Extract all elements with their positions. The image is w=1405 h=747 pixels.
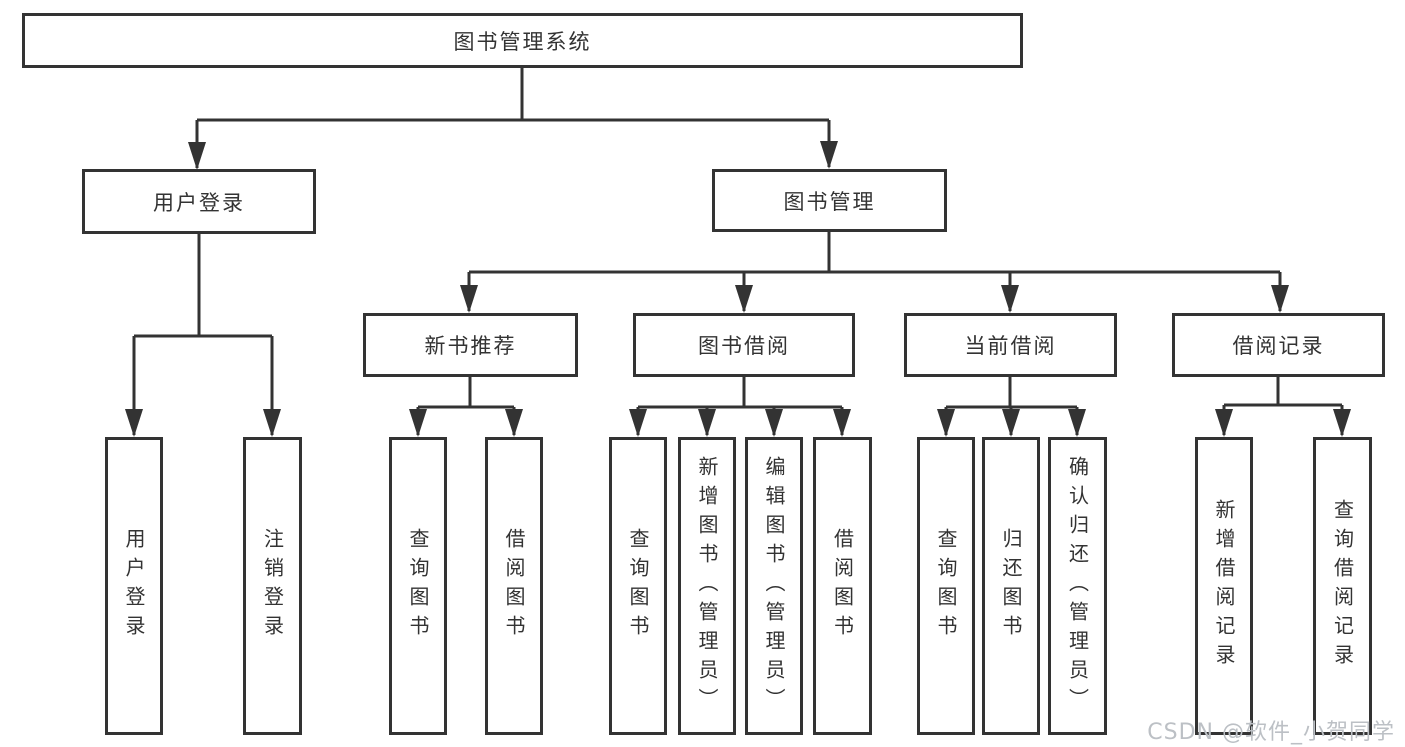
leaf-query-borrow-record: 查询借阅记录 — [1313, 437, 1372, 735]
node-label: 查询借阅记录 — [1330, 499, 1355, 673]
node-label: 图书管理 — [783, 189, 876, 214]
leaf-user-login: 用户登录 — [105, 437, 163, 735]
node-borrow-records: 借阅记录 — [1172, 313, 1385, 377]
node-label: 注销登录 — [260, 528, 285, 644]
node-label: 新增借阅记录 — [1212, 499, 1236, 673]
node-book-management: 图书管理 — [712, 169, 947, 232]
leaf-query-books-borrow: 查询图书 — [609, 437, 667, 735]
node-label: 新增图书（管理员） — [695, 455, 719, 717]
node-label: 图书管理系统 — [453, 29, 592, 54]
node-label: 借阅记录 — [1232, 334, 1325, 358]
node-label: 图书借阅 — [698, 334, 790, 358]
leaf-logout: 注销登录 — [243, 437, 302, 735]
leaf-add-books-admin: 新增图书（管理员） — [678, 437, 736, 735]
leaf-add-borrow-record: 新增借阅记录 — [1195, 437, 1253, 735]
leaf-edit-books-admin: 编辑图书（管理员） — [745, 437, 803, 735]
node-label: 编辑图书（管理员） — [762, 455, 786, 717]
node-label: 查询图书 — [626, 528, 650, 644]
node-label: 归还图书 — [999, 528, 1023, 644]
node-label: 确认归还（管理员） — [1065, 455, 1090, 717]
node-label: 借阅图书 — [502, 528, 526, 644]
node-current-borrow: 当前借阅 — [904, 313, 1117, 377]
leaf-query-books-current: 查询图书 — [917, 437, 975, 735]
node-new-book-recommend: 新书推荐 — [363, 313, 578, 377]
node-label: 借阅图书 — [830, 528, 855, 644]
leaf-query-books-recommend: 查询图书 — [389, 437, 447, 735]
node-label: 查询图书 — [406, 528, 430, 644]
node-root-library-system: 图书管理系统 — [22, 13, 1023, 68]
csdn-watermark: CSDN @软件_小贺同学 — [1147, 720, 1395, 745]
leaf-confirm-return-admin: 确认归还（管理员） — [1048, 437, 1107, 735]
node-user-login: 用户登录 — [82, 169, 316, 234]
node-book-borrow: 图书借阅 — [633, 313, 855, 377]
leaf-return-books: 归还图书 — [982, 437, 1040, 735]
node-label: 用户登录 — [153, 190, 245, 215]
node-label: 用户登录 — [122, 528, 146, 644]
node-label: 当前借阅 — [964, 334, 1057, 358]
leaf-borrow-books-recommend: 借阅图书 — [485, 437, 543, 735]
leaf-borrow-books: 借阅图书 — [813, 437, 872, 735]
node-label: 查询图书 — [934, 528, 958, 644]
node-label: 新书推荐 — [424, 334, 517, 358]
